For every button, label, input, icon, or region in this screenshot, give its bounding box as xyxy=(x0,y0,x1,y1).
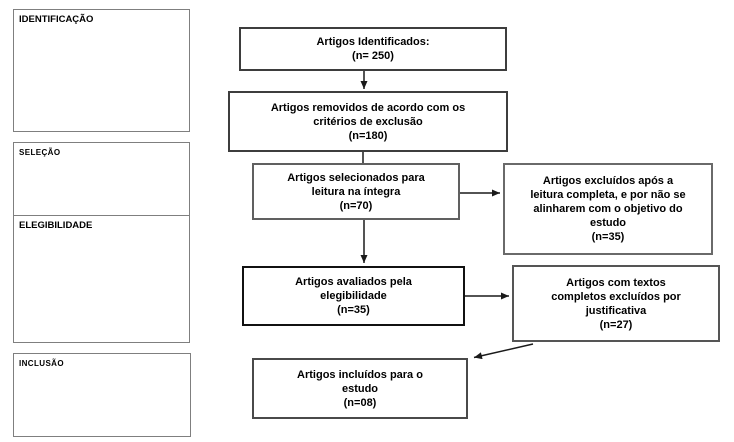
stage-label-selecao: SELEÇÃO xyxy=(19,148,61,157)
stage-box-elegibilidade: ELEGIBILIDADE xyxy=(13,215,190,343)
flow-box-excluded-justified-text: Artigos com textos completos excluídos p… xyxy=(551,276,681,331)
stage-label-inclusao: INCLUSÃO xyxy=(19,359,64,368)
stage-box-inclusao: INCLUSÃO xyxy=(13,353,191,437)
flow-box-excluded-justified: Artigos com textos completos excluídos p… xyxy=(512,265,720,342)
stage-box-selecao: SELEÇÃO xyxy=(13,142,190,216)
flow-box-assessed: Artigos avaliados pela elegibilidade (n=… xyxy=(242,266,465,326)
flow-box-excluded-reading-text: Artigos excluídos após a leitura complet… xyxy=(530,175,686,243)
flow-box-excluded-reading: Artigos excluídos após a leitura complet… xyxy=(503,163,713,255)
flow-box-assessed-text: Artigos avaliados pela elegibilidade (n=… xyxy=(295,276,412,316)
flow-box-included-text: Artigos incluídos para o estudo (n=08) xyxy=(297,368,423,409)
flow-box-identified-text: Artigos Identificados: (n= 250) xyxy=(316,36,430,62)
stage-label-identificacao: IDENTIFICAÇÃO xyxy=(19,14,94,25)
flow-box-removed: Artigos removidos de acordo com os crité… xyxy=(228,91,508,152)
stage-label-elegibilidade: ELEGIBILIDADE xyxy=(19,220,93,231)
flow-box-included: Artigos incluídos para o estudo (n=08) xyxy=(252,358,468,419)
flow-box-identified: Artigos Identificados: (n= 250) xyxy=(239,27,507,71)
flow-box-selected-text: Artigos selecionados para leitura na ínt… xyxy=(287,171,425,212)
stage-box-identificacao: IDENTIFICAÇÃO xyxy=(13,9,190,132)
arrow-excluded-justified-to-included xyxy=(473,343,534,360)
flow-box-selected: Artigos selecionados para leitura na ínt… xyxy=(252,163,460,220)
flow-box-removed-text: Artigos removidos de acordo com os crité… xyxy=(270,101,466,142)
